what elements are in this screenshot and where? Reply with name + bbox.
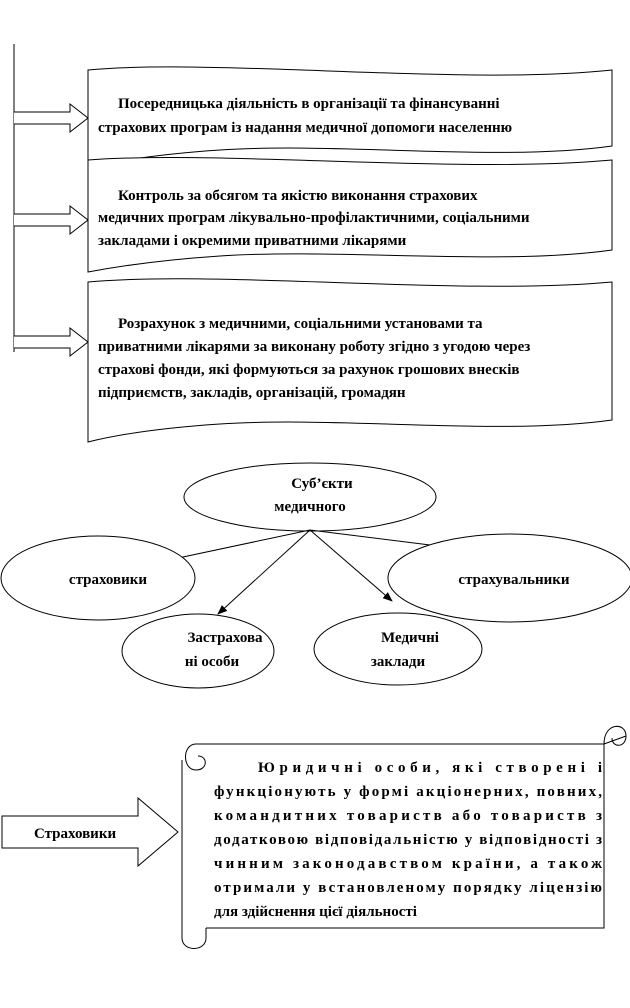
arrow-to-medical [309, 529, 393, 602]
definition-arrow [1, 796, 179, 868]
policyholders-ellipse [387, 533, 630, 623]
function-3-line-4: підприємств, закладів, організацій, гром… [98, 385, 406, 401]
function-2-line-2: медичних програм лікувально-профілактичн… [98, 210, 530, 226]
arrow-to-insured [217, 529, 311, 615]
function-2-line-3: закладами і окремими приватними лікарями [98, 233, 407, 249]
definition-line-7: для здійснення цієї діяльності [214, 904, 417, 920]
subjects-center-line-1: Суб’єкти [291, 476, 353, 492]
function-box-1 [87, 66, 613, 169]
definition-line-1: Юридичні особи, які створені і [258, 760, 602, 776]
definition-line-3: командитних товариств або товариств з [214, 808, 602, 824]
subjects-center-ellipse [183, 462, 437, 532]
insured-line-2: ні особи [185, 654, 240, 670]
scroll-body [196, 743, 605, 929]
policyholders-label: страхувальники [458, 572, 569, 588]
function-3-line-1: Розрахунок з медичними, соціальними уста… [118, 316, 483, 332]
function-3-line-3: страхові фонди, які формуються за рахуно… [98, 362, 520, 378]
insurers-ellipse [0, 535, 196, 621]
scroll-left-roll [181, 760, 207, 949]
arrow-to-function-3 [14, 326, 89, 358]
definition-line-2: функціонують у формі акціонерних, повних… [214, 784, 602, 800]
arrow-to-function-2 [14, 204, 89, 236]
subjects-center-line-2: медичного [274, 499, 345, 515]
insured-ellipse [121, 613, 275, 689]
arrow-to-function-1 [14, 102, 89, 134]
medical-line-1: Медичні [381, 630, 439, 646]
function-1-line-2: страхових програм із надання медичної до… [98, 120, 512, 136]
definition-line-4: додатковою відповідальністю у відповідно… [214, 832, 602, 848]
insured-line-1: Застрахова [187, 630, 263, 646]
function-3-line-2: приватними лікарями за виконану роботу з… [98, 339, 530, 355]
definition-arrow-label: Страховики [34, 826, 116, 842]
scroll-top-curl-edge [603, 735, 627, 745]
function-2-line-1: Контроль за обсягом та якістю виконання … [118, 188, 478, 204]
medical-line-2: заклади [371, 654, 426, 670]
definition-line-6: отримали у встановленому порядку ліцензі… [214, 880, 602, 896]
function-box-2 [87, 156, 613, 273]
scroll-left-curl [185, 743, 206, 771]
function-box-3 [87, 278, 613, 443]
medical-ellipse [313, 612, 483, 686]
definition-scroll [181, 726, 627, 949]
function-1-line-1: Посередницька діяльність в організації т… [118, 96, 500, 112]
insurers-label: страховики [69, 572, 147, 588]
